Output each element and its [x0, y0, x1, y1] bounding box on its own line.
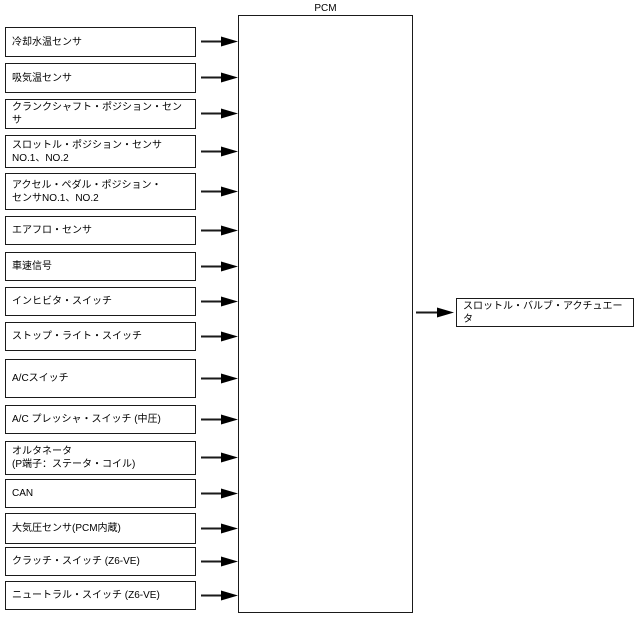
- input-arrow-11: [201, 414, 238, 425]
- input-box-14: 大気圧センサ(PCM内蔵): [5, 513, 196, 544]
- input-box-11: A/C プレッシャ・スイッチ (中圧): [5, 405, 196, 434]
- input-arrow-7: [201, 261, 238, 272]
- input-arrow-13: [201, 488, 238, 499]
- input-box-15-label: クラッチ・スイッチ (Z6-VE): [12, 556, 140, 567]
- input-box-2-label: 吸気温センサ: [12, 72, 72, 84]
- input-box-13: CAN: [5, 479, 196, 508]
- output-box-1: スロットル・バルブ・アクチュエータ: [456, 298, 634, 327]
- pcm-title-label: PCM: [314, 3, 337, 14]
- input-box-3: クランクシャフト・ポジション・センサ: [5, 99, 196, 129]
- input-box-1: 冷却水温センサ: [5, 27, 196, 57]
- input-box-6: エアフロ・センサ: [5, 216, 196, 245]
- input-arrow-5: [201, 186, 238, 197]
- input-arrow-10: [201, 373, 238, 384]
- input-box-11-label: A/C プレッシャ・スイッチ (中圧): [12, 414, 161, 425]
- input-box-7: 車速信号: [5, 252, 196, 281]
- input-box-5-label: アクセル・ペダル・ポジション・ センサNO.1、NO.2: [12, 179, 162, 204]
- input-arrow-12: [201, 452, 238, 463]
- input-box-7-label: 車速信号: [12, 261, 52, 272]
- input-arrow-3: [201, 108, 238, 119]
- input-arrow-4: [201, 146, 238, 157]
- input-box-1-label: 冷却水温センサ: [12, 36, 82, 48]
- input-box-4: スロットル・ポジション・センサ NO.1、NO.2: [5, 135, 196, 168]
- output-arrow-1: [416, 307, 454, 318]
- input-arrow-9: [201, 331, 238, 342]
- input-box-12-label: オルタネータ (P端子：ステータ・コイル): [12, 446, 136, 470]
- input-box-9: ストップ・ライト・スイッチ: [5, 322, 196, 351]
- input-box-16: ニュートラル・スイッチ (Z6-VE): [5, 581, 196, 610]
- input-box-14-label: 大気圧センサ(PCM内蔵): [12, 523, 121, 534]
- input-box-8: インヒビタ・スイッチ: [5, 287, 196, 316]
- input-box-9-label: ストップ・ライト・スイッチ: [12, 331, 142, 342]
- input-box-10-label: A/Cスイッチ: [12, 373, 69, 384]
- input-arrow-14: [201, 523, 238, 534]
- input-box-15: クラッチ・スイッチ (Z6-VE): [5, 547, 196, 576]
- input-arrow-8: [201, 296, 238, 307]
- pcm-box: [238, 15, 413, 613]
- input-box-16-label: ニュートラル・スイッチ (Z6-VE): [12, 590, 160, 601]
- input-box-12: オルタネータ (P端子：ステータ・コイル): [5, 441, 196, 475]
- input-arrow-2: [201, 72, 238, 83]
- input-box-13-label: CAN: [12, 488, 34, 499]
- input-arrow-16: [201, 590, 238, 601]
- input-box-10: A/Cスイッチ: [5, 359, 196, 398]
- input-box-8-label: インヒビタ・スイッチ: [12, 296, 112, 307]
- input-box-5: アクセル・ペダル・ポジション・ センサNO.1、NO.2: [5, 173, 196, 210]
- input-box-4-label: スロットル・ポジション・センサ NO.1、NO.2: [12, 139, 162, 164]
- input-arrow-15: [201, 556, 238, 567]
- input-box-2: 吸気温センサ: [5, 63, 196, 93]
- input-arrow-6: [201, 225, 238, 236]
- input-box-3-label: クランクシャフト・ポジション・センサ: [12, 102, 182, 126]
- input-box-6-label: エアフロ・センサ: [12, 225, 92, 236]
- input-arrow-1: [201, 36, 238, 47]
- output-box-1-label: スロットル・バルブ・アクチュエータ: [463, 300, 623, 325]
